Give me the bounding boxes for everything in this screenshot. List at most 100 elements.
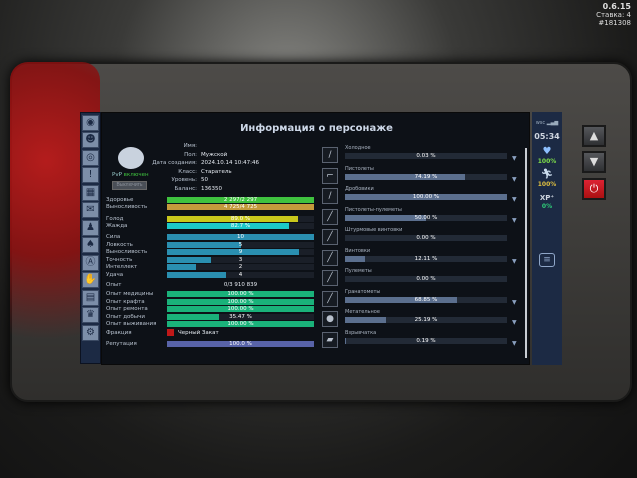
weapon-skill-bar: 25.19 % (345, 317, 507, 323)
weapon-name: Пистолеты-пулеметы (345, 206, 402, 213)
signal-label: wsc (535, 120, 546, 126)
field-label: Класс: (178, 168, 197, 175)
weapon-skill-value: 0.19 % (416, 337, 436, 344)
field-value: Мужской (201, 151, 228, 158)
document-icon[interactable]: ▤ (82, 289, 99, 306)
expand-icon[interactable]: ▼ (512, 257, 517, 265)
explosive-icon: ▰ (322, 331, 338, 348)
reputation-bar: 100.0 % (167, 341, 314, 347)
trophy-icon[interactable]: ♛ (82, 307, 99, 323)
status-panel: wsc ▂▄▆ 05:34 ♥ 100% 🏃︎ 100% XP⁺ 0% ≡ (532, 112, 562, 365)
scroll-up-button[interactable]: ▲ (582, 125, 606, 147)
vital-label: Жажда (106, 223, 128, 229)
expand-icon[interactable]: ▼ (512, 196, 517, 203)
mail-icon[interactable]: ✉ (82, 202, 99, 218)
expand-icon[interactable]: ▼ (512, 339, 517, 347)
weapon-skill-value: 50.00 % (414, 214, 438, 221)
alert-icon[interactable]: ! (82, 167, 99, 183)
weapon-skill-fill (345, 296, 457, 303)
signal-icon: wsc ▂▄▆ (535, 120, 559, 126)
scroll-down-button[interactable]: ▼ (582, 151, 606, 173)
grenade-icon: ● (322, 311, 338, 327)
faction-icon[interactable]: ♠ (82, 237, 99, 253)
field-label: Имя: (183, 143, 197, 149)
expand-icon[interactable]: ▼ (512, 155, 517, 162)
weapon-name: Пулеметы (345, 268, 372, 274)
scrollbar[interactable] (525, 148, 527, 358)
skill-value: 100.00 % (227, 291, 254, 297)
vital-label: Голод (106, 216, 124, 222)
anarchy-icon[interactable]: Ⓐ (82, 254, 99, 271)
attribute-label: Точность (106, 256, 133, 263)
weapon-skill-bar: 0.00 % (345, 235, 507, 241)
expand-icon[interactable]: ▼ (512, 175, 517, 183)
attribute-value: 3 (238, 256, 243, 263)
field-value: 2024.10.14 10:47:46 (201, 160, 259, 166)
skill-label: Опыт добычи (106, 313, 145, 320)
skill-bar: 100.00 % (167, 291, 314, 297)
field-value: Старатель (201, 168, 232, 175)
pvp-label: PvP (112, 172, 122, 178)
weapon-skill-bar: 0.00 % (345, 276, 507, 282)
handshake-icon[interactable]: ✋ (82, 272, 99, 288)
field-label: Дата создания: (152, 160, 197, 166)
weapon-skill-bar: 100.00 % (345, 194, 507, 200)
attribute-fill (167, 271, 226, 278)
machine-gun-icon: ╱ (322, 270, 338, 286)
attribute-fill (167, 256, 212, 263)
vital-value: 4 725/4 725 (223, 204, 258, 210)
weapon-skill-fill (345, 317, 386, 323)
faction-emblem-icon (167, 329, 174, 336)
pvp-toggle-button[interactable]: Выключить (112, 181, 147, 190)
attribute-value: 10 (237, 234, 244, 240)
expand-icon[interactable]: ▼ (512, 298, 517, 306)
vital-bar: 2 297/2 297 (167, 197, 314, 203)
weapon-skill-row: ╱ Пулеметы 0.00 % (322, 268, 527, 288)
character-info-icon[interactable]: ◉ (82, 114, 99, 131)
pvp-state: включен (123, 172, 149, 178)
attribute-fill (167, 264, 197, 270)
attribute-label: Сила (106, 234, 121, 240)
grenade-launcher-icon: ╱ (322, 290, 338, 307)
vital-value: 82.7 % (230, 223, 251, 229)
heart-icon: ♥ (542, 146, 552, 157)
weapon-skill-bar: 0.03 % (345, 153, 507, 159)
xp-label: XP⁺ (539, 194, 555, 202)
vital-fill (167, 223, 289, 229)
expand-icon[interactable]: ▼ (512, 319, 517, 326)
skill-value: 100.00 % (227, 298, 254, 305)
weapon-skill-value: 25.19 % (414, 317, 438, 323)
attribute-fill (167, 249, 300, 255)
attribute-fill (167, 234, 314, 240)
map-icon[interactable]: ▦ (82, 184, 99, 201)
weapon-name: Винтовки (345, 247, 371, 254)
field-label: Уровень: (171, 177, 197, 183)
xp-percent: 0% (541, 203, 553, 210)
overlay-line-2: Ставка: 4 (596, 11, 631, 19)
mind-icon[interactable]: ◎ (82, 149, 99, 166)
skill-fill (167, 321, 314, 327)
skill-label: Опыт ремонта (106, 306, 148, 312)
attribute-value: 5 (238, 241, 243, 248)
power-button[interactable]: ⏻ (582, 178, 606, 200)
menu-icon[interactable]: ≡ (539, 253, 555, 267)
profile-icon[interactable]: ☻ (82, 132, 99, 148)
expand-icon[interactable]: ▼ (512, 216, 517, 224)
weapon-skill-bar: 12.11 % (345, 255, 507, 262)
weapon-skill-bar: 74.19 % (345, 173, 507, 180)
attribute-bar: 10 (167, 234, 314, 240)
version-overlay: 0.6.15 Ставка: 4 #181308 (596, 3, 631, 28)
group-icon[interactable]: ♟ (82, 219, 99, 236)
experience-label: Опыт (106, 282, 122, 288)
weapon-skill-bar: 68.85 % (345, 296, 507, 303)
skill-bar: 35.47 % (167, 313, 314, 320)
settings-icon[interactable]: ⚙ (82, 324, 99, 341)
